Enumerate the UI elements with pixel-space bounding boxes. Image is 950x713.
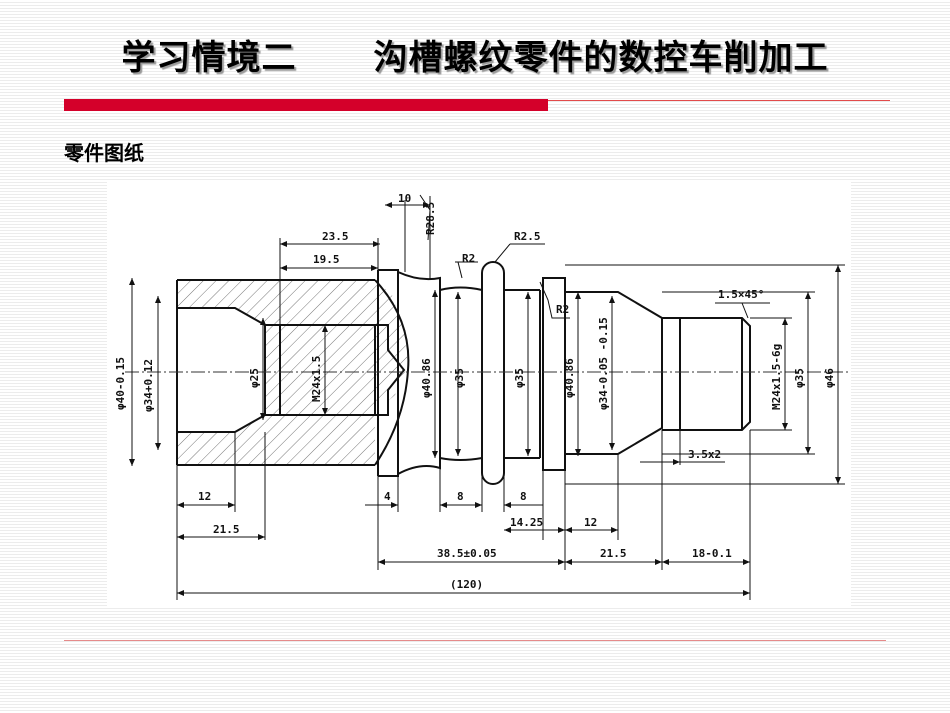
dimension-lines <box>129 194 845 600</box>
dim-21-5-right: 21.5 <box>600 547 627 560</box>
dim-r28: R28.5 <box>424 202 437 235</box>
part-outline <box>176 261 751 485</box>
title-divider-thick <box>64 99 548 111</box>
dim-38-5: 38.5±0.05 <box>437 547 497 560</box>
dim-phi46: φ46 <box>823 368 836 388</box>
dim-12-right: 12 <box>584 516 597 529</box>
dim-4: 4 <box>384 490 391 503</box>
dim-groove: 3.5x2 <box>688 448 721 461</box>
footer-divider <box>64 640 886 641</box>
dim-21-5-left: 21.5 <box>213 523 240 536</box>
dim-m24-thread: M24x1.5-6g <box>770 344 783 410</box>
dim-phi25-bore: φ25 <box>248 368 261 388</box>
dim-chamfer: 1.5×45° <box>718 288 764 301</box>
dim-phi40: φ40-0.15 <box>114 357 127 410</box>
dim-23-5: 23.5 <box>322 230 349 243</box>
dim-phi40-86-right: φ40.86 <box>563 358 576 398</box>
slide-title: 学习情境二 沟槽螺纹零件的数控车削加工 <box>121 38 829 78</box>
dim-phi35-groove-left: φ35 <box>453 368 466 388</box>
dim-19-5: 19.5 <box>313 253 340 266</box>
dim-r2-top: R2 <box>462 252 475 265</box>
dim-10: 10 <box>398 192 411 205</box>
dim-m24-internal: M24x1.5 <box>310 356 323 402</box>
dimension-labels: 10 R28.5 23.5 19.5 R2 R2.5 R2 1.5×45° φ4… <box>114 192 836 591</box>
dim-8-right: 8 <box>520 490 527 503</box>
dim-phi34-bore: φ34+0.12 <box>142 359 155 412</box>
dim-120: (120) <box>450 578 483 591</box>
dim-r2-5: R2.5 <box>514 230 541 243</box>
dim-phi34-shaft: φ34-0.05 -0.15 <box>597 317 610 410</box>
dim-phi35-shaft: φ35 <box>793 368 806 388</box>
part-drawing: 10 R28.5 23.5 19.5 R2 R2.5 R2 1.5×45° φ4… <box>107 181 851 608</box>
dim-18: 18-0.1 <box>692 547 732 560</box>
section-subtitle: 零件图纸 <box>64 141 144 165</box>
dim-12-left: 12 <box>198 490 211 503</box>
dim-phi40-86-left: φ40.86 <box>420 358 433 398</box>
dim-r2-right: R2 <box>556 303 569 316</box>
dim-phi35-groove-right: φ35 <box>513 368 526 388</box>
dim-14-25: 14.25 <box>510 516 543 529</box>
dim-8-left: 8 <box>457 490 464 503</box>
